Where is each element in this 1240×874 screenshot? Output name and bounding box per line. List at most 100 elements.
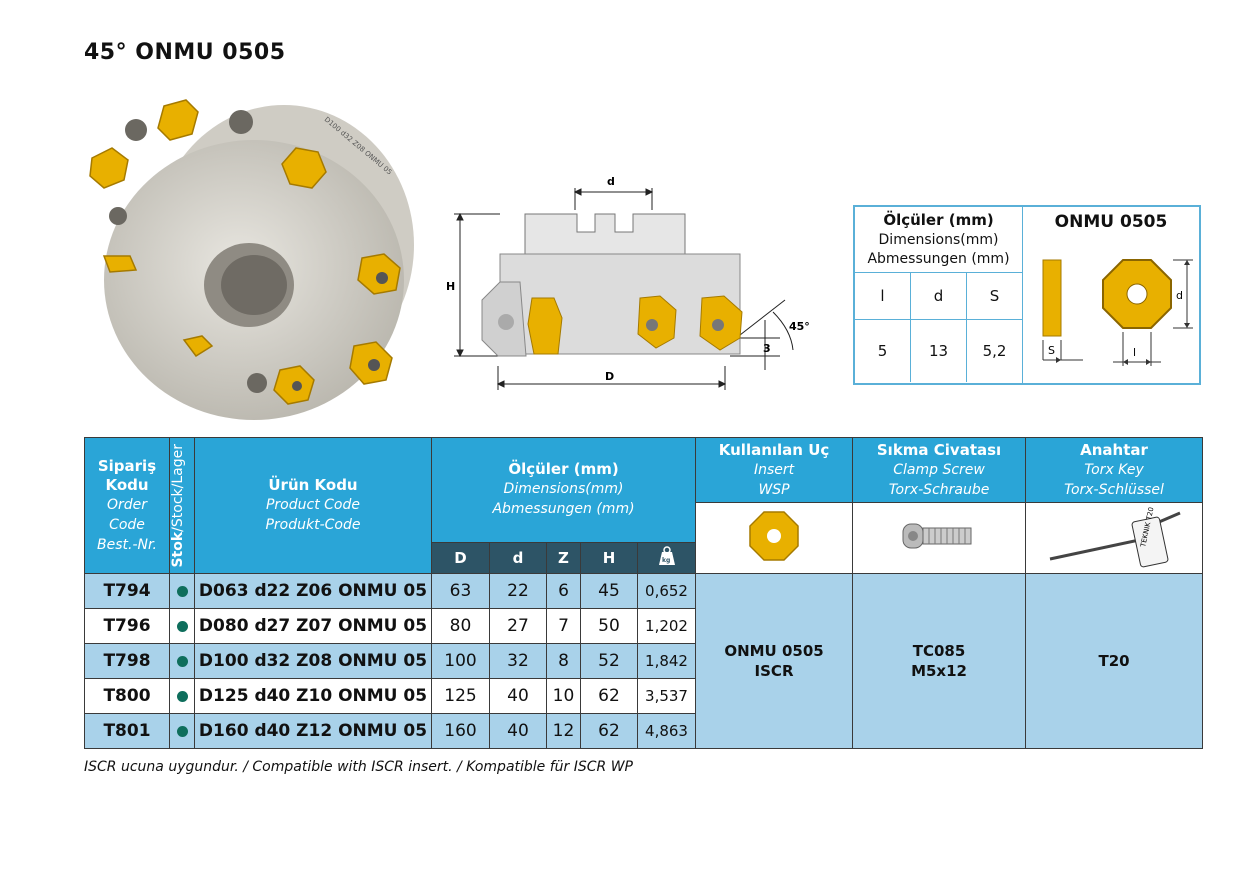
dim-val-l: 5 [855,320,911,382]
key-header-title: Anahtar [1080,440,1148,459]
order-code-en-2: Code [109,516,145,533]
key-header-en: Torx Key [1084,461,1144,478]
insert-label-l: l [1133,346,1136,359]
product-code-title: Ürün Kodu [268,476,358,494]
torx-key-icon: TEKNIK T20 [1049,506,1181,568]
insert-title: ONMU 0505 [1054,212,1168,232]
insert-value-2: ISCR [754,662,794,680]
row-H: 50 [580,608,638,644]
dim-col-d: d [911,273,967,319]
insert-label-S: S [1048,344,1055,357]
dimensions-en: Dimensions(mm) [503,481,624,498]
order-code-en-1: Order [106,496,148,513]
subheader-weight: kg [636,541,697,575]
row-D: 160 [431,713,490,749]
product-code-de: Produkt-Code [265,517,361,533]
subheader-d: d [489,541,547,575]
row-H: 45 [580,573,638,609]
stock-dot [169,713,195,749]
row-d: 32 [489,643,547,679]
row-d: 22 [489,573,547,609]
product-code-en: Product Code [265,497,360,513]
key-image-cell: TEKNIK T20 [1025,502,1204,574]
row-order-code: T801 [84,713,170,749]
subheader-D: D [431,541,490,575]
product-table: Sipariş Kodu Order Code Best.-Nr. Stok/S… [84,437,1204,749]
row-weight: 1,202 [636,608,697,644]
row-product-code: D063 d22 Z06 ONMU 05 [194,573,432,609]
row-d: 27 [489,608,547,644]
header-order-code: Sipariş Kodu Order Code Best.-Nr. [84,437,170,574]
row-product-code: D100 d32 Z08 ONMU 05 [194,643,432,679]
dimensions-title: Ölçüler (mm) [508,460,619,479]
insert-value-1: ONMU 0505 [724,642,824,660]
header-product-code: Ürün Kodu Product Code Produkt-Code [194,437,432,574]
insert-drawing: S d l [1042,259,1193,366]
screw-value: TC085 M5x12 [852,573,1027,749]
dim-label-d: d [607,175,615,188]
stock-dot [169,573,195,609]
table-row: T794 D063 d22 Z06 ONMU 05 63 22 6 45 0,6… [84,573,1204,749]
row-H: 62 [580,713,638,749]
row-order-code: T796 [84,608,170,644]
stock-header-rest: /Stock/Lager [170,443,186,532]
stock-indicator-icon [176,585,188,597]
stock-dot [169,678,195,714]
row-D: 100 [431,643,490,679]
footnote: ISCR ucuna uygundur. / Compatible with I… [84,759,634,775]
stock-indicator-icon [176,655,188,667]
subheader-H: H [580,541,638,575]
row-product-code: D125 d40 Z10 ONMU 05 [194,678,432,714]
row-d: 40 [489,713,547,749]
row-product-code: D160 d40 Z12 ONMU 05 [194,713,432,749]
row-product-code: D080 d27 Z07 ONMU 05 [194,608,432,644]
insert-image-cell [695,502,854,574]
row-weight: 3,537 [636,678,697,714]
screw-header-title: Sıkma Civatası [876,440,1002,459]
screw-value-2: M5x12 [911,662,967,680]
stock-indicator-icon [176,725,188,737]
row-order-code: T794 [84,573,170,609]
header-dimensions: Ölçüler (mm) Dimensions(mm) Abmessungen … [430,437,697,543]
screw-image-cell [852,502,1027,574]
row-d: 40 [489,678,547,714]
screw-icon [902,523,972,549]
stock-indicator-icon [176,620,188,632]
row-Z: 6 [546,573,581,609]
order-code-de: Best.-Nr. [97,536,157,553]
insert-header-en: Insert [753,461,795,478]
subheader-Z: Z [546,541,581,575]
key-header-de: Torx-Schlüssel [1064,481,1164,498]
dim-box-title: Ölçüler (mm) [883,211,994,229]
insert-label-d: d [1176,289,1183,302]
insert-dimension-box: Ölçüler (mm) Dimensions(mm) Abmessungen … [853,205,1201,385]
screw-header-de: Torx-Schraube [888,481,990,498]
milling-cutter-photo: D100 d32 Z08 ONMU 05 [89,99,414,420]
row-Z: 10 [546,678,581,714]
stock-header-label: Stok/Stock/Lager [170,444,186,568]
insert-header-title: Kullanılan Uç [718,440,830,459]
header-torx-key: Anahtar Torx Key Torx-Schlüssel [1025,437,1204,503]
weight-kg-icon: kg [658,546,675,565]
technical-drawing: d H D 45° 3 [446,175,810,390]
insert-value: ONMU 0505 ISCR [695,573,854,749]
dim-label-D: D [605,370,614,383]
row-D: 125 [431,678,490,714]
stock-header-bold: Stok [170,531,186,568]
row-D: 63 [431,573,490,609]
row-Z: 8 [546,643,581,679]
row-weight: 1,842 [636,643,697,679]
order-code-title-1: Sipariş [97,456,157,475]
row-order-code: T798 [84,643,170,679]
dim-box-subtitle-de: Abmessungen (mm) [867,251,1010,267]
dim-box-subtitle-en: Dimensions(mm) [878,232,999,248]
row-D: 80 [431,608,490,644]
screw-header-en: Clamp Screw [893,461,985,478]
order-code-title-2: Kodu [105,475,149,494]
row-Z: 12 [546,713,581,749]
insert-icon [749,511,799,561]
insert-header-de: WSP [758,481,790,498]
dim-label-H: H [446,280,455,293]
dim-label-3: 3 [763,342,771,355]
row-weight: 4,863 [636,713,697,749]
